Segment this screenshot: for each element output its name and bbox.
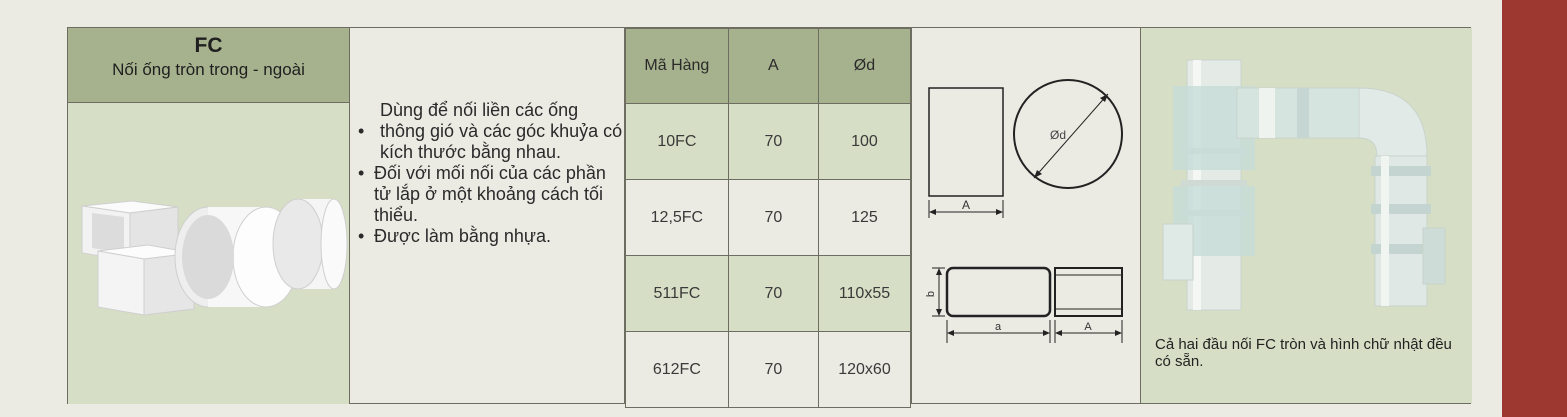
spec-table-header-row: Mã Hàng A Ød (625, 28, 912, 104)
application-column: Cả hai đầu nối FC tròn và hình chữ nhật … (1141, 28, 1472, 403)
header-a: A (727, 28, 819, 104)
dim-label-diameter: Ød (1050, 128, 1066, 142)
product-card: FC Nối ống tròn trong - ngoài (67, 27, 1472, 408)
description-list: • Dùng để nối liền các ống thông gió và … (358, 100, 626, 247)
product-name: Nối ống tròn trong - ngoài (112, 60, 305, 79)
bullet-symbol: • (358, 121, 365, 141)
technical-drawing: A Ød b a (925, 79, 1123, 343)
cell-a: 70 (727, 331, 819, 408)
table-row: 511FC 70 110x55 (625, 255, 912, 332)
dim-label-a-upper: A (962, 198, 970, 212)
end-view-rect (945, 266, 1052, 318)
cell-code: 612FC (625, 331, 729, 408)
header-diameter: Ød (817, 28, 912, 104)
product-title-cell: FC Nối ống tròn trong - ngoài (68, 28, 349, 103)
drawing-column: A Ød b a (912, 28, 1141, 403)
cell-diameter: 100 (817, 103, 912, 180)
description-column: • Dùng để nối liền các ống thông gió và … (350, 28, 625, 403)
header-product-code: Mã Hàng (625, 28, 729, 104)
description-item: • Đối với mối nối của các phần tử lắp ở … (358, 163, 626, 226)
spec-table-column: Mã Hàng A Ød 10FC 70 100 12,5FC 70 125 5… (625, 28, 912, 408)
cell-a: 70 (727, 255, 819, 332)
cell-code: 12,5FC (625, 179, 729, 256)
application-caption: Cả hai đầu nối FC tròn và hình chữ nhật … (1155, 336, 1452, 370)
description-item: • Dùng để nối liền các ống thông gió và … (358, 100, 626, 163)
dim-label-b: b (925, 291, 937, 297)
description-text: Dùng để nối liền các ống thông gió và cá… (380, 100, 623, 162)
description-item: • Được làm bằng nhựa. (358, 226, 626, 247)
cell-diameter: 120x60 (817, 331, 912, 408)
cell-diameter: 125 (817, 179, 912, 256)
product-column: FC Nối ống tròn trong - ngoài (68, 28, 350, 404)
spec-table: Mã Hàng A Ød 10FC 70 100 12,5FC 70 125 5… (625, 28, 912, 408)
side-view-rect-lower (1054, 267, 1123, 317)
bullet-symbol: • (358, 226, 365, 246)
bullet-symbol: • (358, 163, 365, 183)
cell-a: 70 (727, 103, 819, 180)
side-view-rect (928, 87, 1004, 197)
product-code: FC (194, 34, 223, 57)
dim-label-a-lower: a (995, 321, 1002, 333)
dim-label-A-lower: A (1084, 321, 1092, 333)
product-photo (68, 103, 349, 404)
table-row: 12,5FC 70 125 (625, 179, 912, 256)
table-row: 10FC 70 100 (625, 103, 912, 180)
cell-code: 10FC (625, 103, 729, 180)
front-view-circle (1013, 79, 1123, 189)
connector-illustration (81, 198, 348, 316)
description-text: Đối với mối nối của các phần tử lắp ở mộ… (374, 163, 606, 225)
description-text: Được làm bằng nhựa. (374, 226, 551, 246)
side-accent-band (1502, 0, 1567, 417)
cell-diameter: 110x55 (817, 255, 912, 332)
cell-a: 70 (727, 179, 819, 256)
cell-code: 511FC (625, 255, 729, 332)
duct-system-illustration (1162, 59, 1446, 311)
table-row: 612FC 70 120x60 (625, 331, 912, 408)
